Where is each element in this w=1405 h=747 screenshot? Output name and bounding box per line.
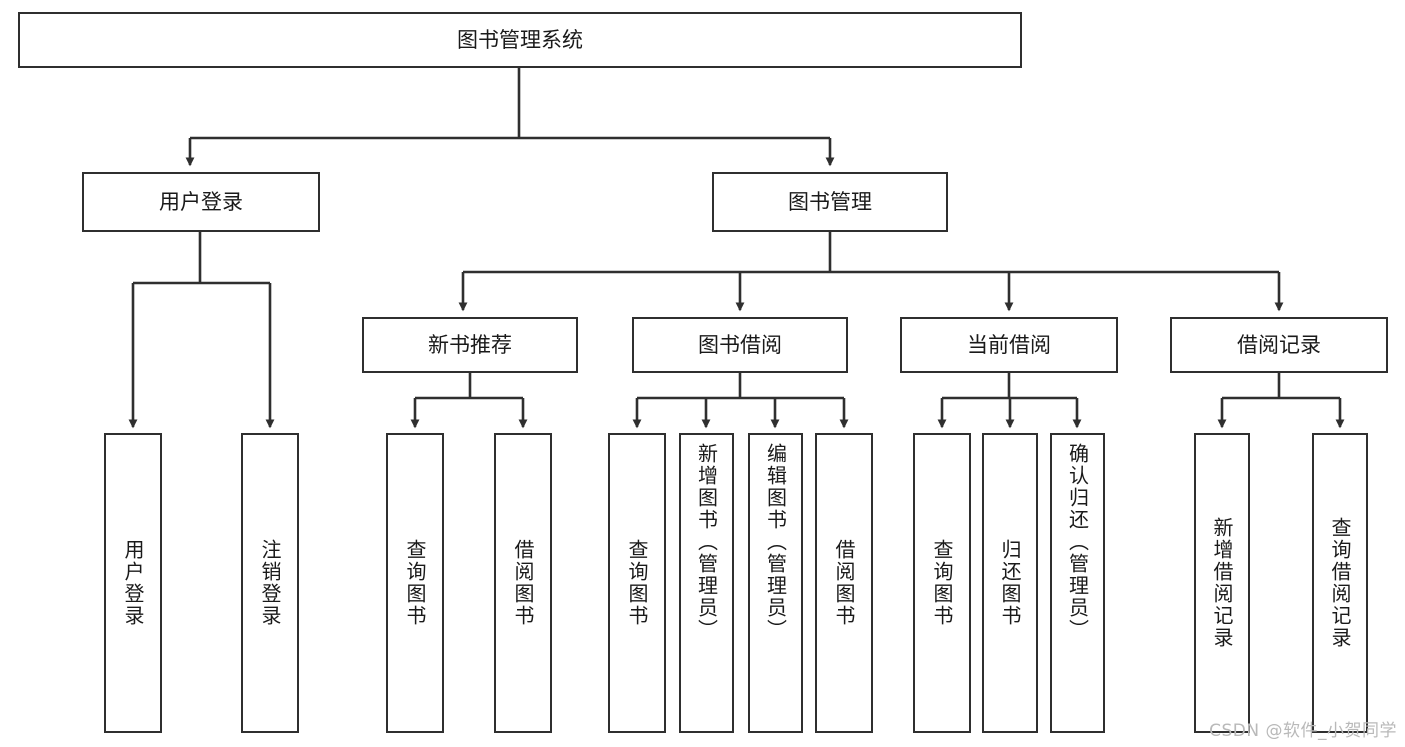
node-leaf-query-book-3[interactable]: 查询图书 <box>913 433 971 733</box>
node-leaf-query-book-1-label: 查询图书 <box>403 539 427 627</box>
node-user-login-label: 用户登录 <box>159 189 243 214</box>
node-current-borrow[interactable]: 当前借阅 <box>900 317 1118 373</box>
node-book-borrow[interactable]: 图书借阅 <box>632 317 848 373</box>
node-leaf-user-login-label: 用户登录 <box>121 539 145 627</box>
node-root[interactable]: 图书管理系统 <box>18 12 1022 68</box>
node-book-borrow-label: 图书借阅 <box>698 332 782 357</box>
node-leaf-logout-login[interactable]: 注销登录 <box>241 433 299 733</box>
node-leaf-query-book-3-label: 查询图书 <box>930 539 954 627</box>
node-leaf-borrow-book-2[interactable]: 借阅图书 <box>815 433 873 733</box>
node-leaf-return-book[interactable]: 归还图书 <box>982 433 1038 733</box>
node-leaf-logout-login-label: 注销登录 <box>258 539 282 627</box>
node-leaf-return-book-label: 归还图书 <box>998 539 1022 627</box>
node-leaf-user-login[interactable]: 用户登录 <box>104 433 162 733</box>
node-leaf-edit-book-label: 编辑图书（管理员） <box>763 443 788 641</box>
node-book-manage[interactable]: 图书管理 <box>712 172 948 232</box>
node-leaf-query-borrow-record[interactable]: 查询借阅记录 <box>1312 433 1368 733</box>
node-root-label: 图书管理系统 <box>457 27 583 52</box>
node-leaf-query-book-2-label: 查询图书 <box>625 539 649 627</box>
node-borrow-record-label: 借阅记录 <box>1237 332 1321 357</box>
node-leaf-add-book-label: 新增图书（管理员） <box>694 443 719 641</box>
node-leaf-query-borrow-record-label: 查询借阅记录 <box>1328 517 1352 649</box>
node-leaf-borrow-book-2-label: 借阅图书 <box>832 539 856 627</box>
node-new-book-recommend[interactable]: 新书推荐 <box>362 317 578 373</box>
watermark: CSDN @软件_小贺同学 <box>1209 721 1397 741</box>
node-user-login[interactable]: 用户登录 <box>82 172 320 232</box>
node-leaf-borrow-book-1-label: 借阅图书 <box>511 539 535 627</box>
node-current-borrow-label: 当前借阅 <box>967 332 1051 357</box>
node-leaf-query-book-1[interactable]: 查询图书 <box>386 433 444 733</box>
node-leaf-add-book[interactable]: 新增图书（管理员） <box>679 433 734 733</box>
node-leaf-borrow-book-1[interactable]: 借阅图书 <box>494 433 552 733</box>
node-leaf-add-borrow-record-label: 新增借阅记录 <box>1210 517 1234 649</box>
node-borrow-record[interactable]: 借阅记录 <box>1170 317 1388 373</box>
node-leaf-confirm-return[interactable]: 确认归还（管理员） <box>1050 433 1105 733</box>
node-book-manage-label: 图书管理 <box>788 189 872 214</box>
node-leaf-query-book-2[interactable]: 查询图书 <box>608 433 666 733</box>
node-leaf-edit-book[interactable]: 编辑图书（管理员） <box>748 433 803 733</box>
node-new-book-recommend-label: 新书推荐 <box>428 332 512 357</box>
node-leaf-add-borrow-record[interactable]: 新增借阅记录 <box>1194 433 1250 733</box>
node-leaf-confirm-return-label: 确认归还（管理员） <box>1065 443 1090 641</box>
